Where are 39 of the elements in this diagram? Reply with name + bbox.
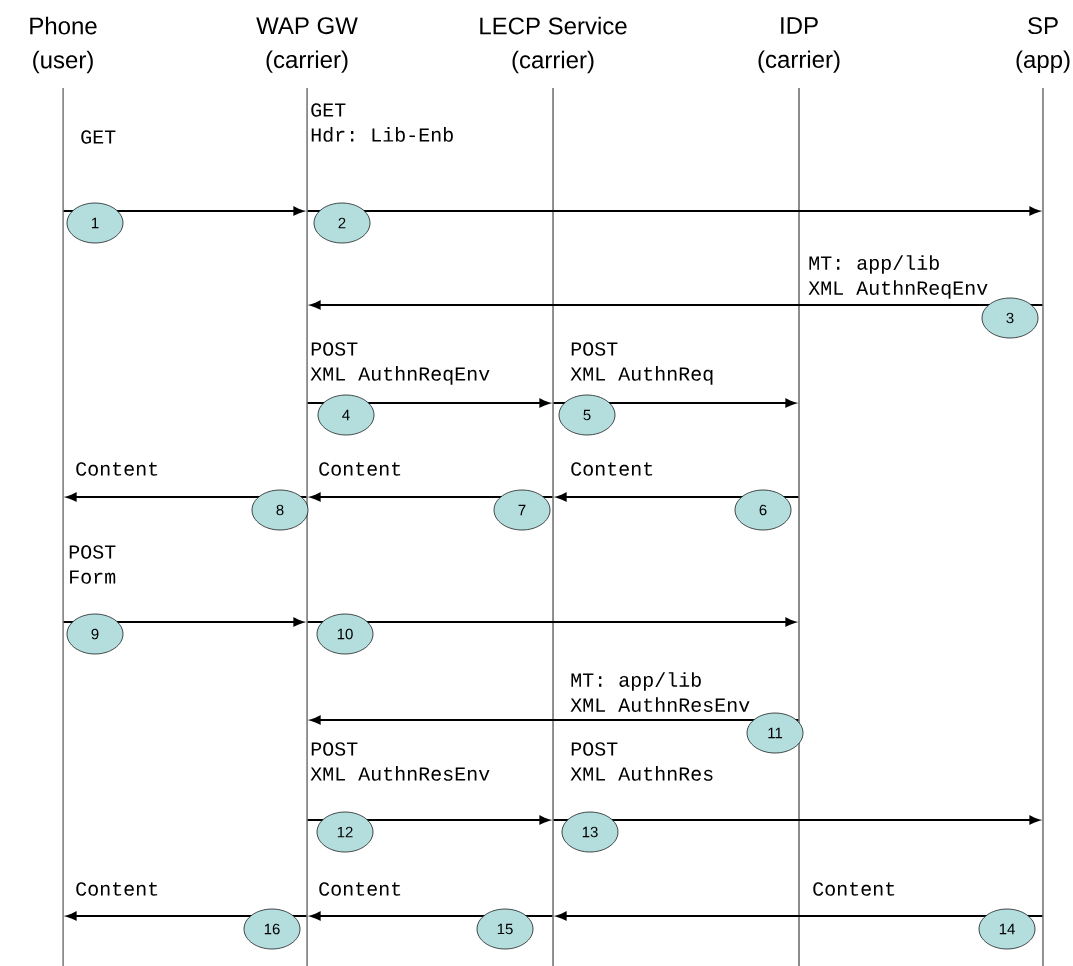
participant-label: WAP GW (carrier) bbox=[256, 17, 358, 73]
participant-label: LECP Service (carrier) bbox=[480, 16, 627, 74]
edge-label: Content bbox=[571, 462, 653, 476]
participant-label: SP (app) bbox=[1016, 17, 1070, 73]
edge-label: POST XML AuthnRes bbox=[570, 742, 713, 781]
callout-number: 15 bbox=[476, 908, 534, 950]
arrow bbox=[306, 206, 1040, 216]
callout-number: 4 bbox=[317, 394, 375, 436]
edge-label: POST XML AuthnReq bbox=[570, 342, 713, 385]
edge-label: POST XML AuthnReqEnv bbox=[310, 342, 490, 385]
callout-number: 8 bbox=[251, 489, 309, 531]
callout-number: 7 bbox=[493, 489, 551, 531]
edge-label: GET Hdr: Lib-Enb bbox=[311, 103, 453, 142]
callout-number: 5 bbox=[558, 394, 616, 436]
edge-label: Content bbox=[319, 882, 401, 896]
edge-label: Content bbox=[319, 462, 401, 476]
arrow bbox=[306, 617, 796, 627]
callout-number: 10 bbox=[316, 613, 374, 655]
edge-label: MT: app/lib XML AuthnReqEnv bbox=[808, 255, 988, 299]
callout-number: 11 bbox=[746, 712, 804, 754]
callout-number: 14 bbox=[978, 908, 1036, 950]
callout-number: 9 bbox=[66, 613, 124, 655]
callout-number: 1 bbox=[66, 202, 124, 244]
participant-label: Phone (user) bbox=[30, 16, 97, 74]
edge-label: GET bbox=[81, 130, 116, 144]
edge-label: MT: app/lib XML AuthnResEnv bbox=[570, 672, 750, 712]
edge-label: Content bbox=[76, 462, 158, 476]
edge-label: Content bbox=[813, 882, 895, 896]
callout-number: 12 bbox=[316, 811, 374, 853]
callout-number: 13 bbox=[561, 811, 619, 853]
arrow bbox=[552, 815, 1040, 825]
edge-label: POST Form bbox=[69, 545, 116, 584]
edge-label: Content bbox=[76, 882, 158, 896]
edge-label: POST XML AuthnResEnv bbox=[310, 742, 490, 781]
callout-number: 2 bbox=[313, 202, 371, 244]
callout-number: 3 bbox=[981, 297, 1039, 339]
callout-number: 6 bbox=[734, 489, 792, 531]
callout-number: 16 bbox=[243, 908, 301, 950]
participant-label: IDP (carrier) bbox=[758, 17, 840, 73]
